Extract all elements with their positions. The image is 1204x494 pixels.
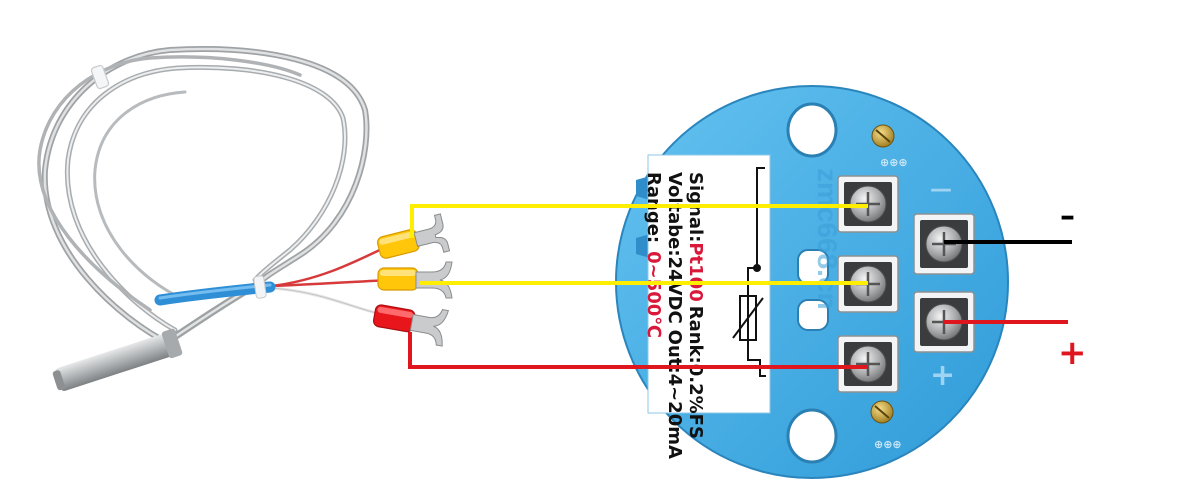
braided-cable-coil [37, 46, 370, 348]
housing-mark-minus: — [930, 177, 952, 202]
label-range-value: 0~500℃ [643, 251, 664, 338]
label-rank: Rank:0.2%FS [685, 306, 706, 439]
wire-split [270, 242, 394, 316]
wiring-overlay [408, 204, 1072, 369]
housing-mark-top: ⊕⊕⊕ [880, 156, 908, 169]
polarity-plus-label: + [1058, 333, 1087, 373]
steel-probe-tube [52, 328, 183, 391]
specification-label: Signal:Pt100Rank:0.2%FS Voltabe:24VDCOut… [643, 154, 771, 459]
svg-text:Range:0~500℃: Range:0~500℃ [643, 172, 664, 338]
mounting-hole-bottom [786, 408, 838, 464]
screw-terminal-1 [837, 175, 899, 233]
cable-tie [90, 64, 110, 90]
housing-mark-bottom: ⊕⊕⊕ [874, 438, 902, 451]
wire-yellow-top [410, 204, 868, 238]
label-signal-value: Pt100 [685, 242, 706, 301]
label-output: Out:4~20mA [664, 330, 685, 459]
rtd-circuit-symbol [732, 167, 766, 377]
mounting-hole-top [786, 102, 838, 158]
housing-mark-plus: + [930, 358, 955, 393]
screw-terminal-3 [837, 335, 899, 393]
spade-terminal-yellow-middle [377, 261, 453, 299]
pt100-probe [37, 46, 453, 391]
spec-text-block: Signal:Pt100Rank:0.2%FS Voltabe:24VDCOut… [643, 172, 706, 459]
svg-text:Signal:Pt100Rank:0.2%FS: Signal:Pt100Rank:0.2%FS [685, 172, 706, 439]
polarity-minus-label: – [1060, 199, 1075, 234]
blue-sheath [154, 275, 276, 306]
wire-red-bottom [408, 332, 868, 369]
svg-text:Voltabe:24VDCOut:4~20mA: Voltabe:24VDC Out:4~20mA [664, 172, 685, 459]
label-voltage: Voltabe:24VDC [664, 172, 685, 324]
spade-terminal-red [372, 304, 450, 347]
spade-terminal-yellow-top [376, 213, 451, 259]
